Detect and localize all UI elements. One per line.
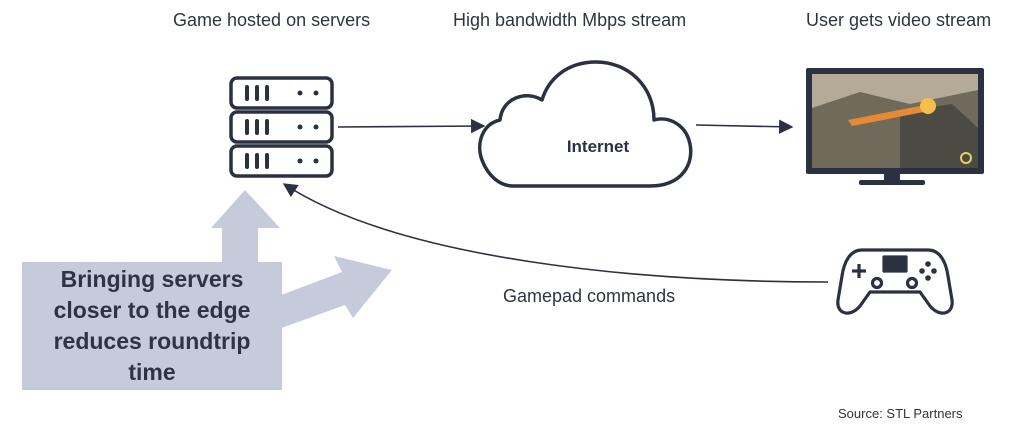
tv-monitor-icon <box>806 68 984 185</box>
internet-to-tv-arrow <box>695 119 794 134</box>
game-screen-image <box>812 74 978 168</box>
source-note: Source: STL Partners <box>838 406 963 421</box>
stream-label: High bandwidth Mbps stream <box>453 10 687 30</box>
gamepad-to-server-arrow <box>282 183 829 283</box>
cloud-icon <box>478 60 693 188</box>
edge-arrows <box>211 190 392 330</box>
gamepad-label: Gamepad commands <box>503 286 676 306</box>
edge-arrow-up <box>211 190 280 275</box>
server-to-internet-arrow <box>337 118 486 134</box>
user-label: User gets video stream <box>806 10 992 30</box>
callout-line-1: Bringing servers <box>60 266 244 292</box>
server-rack-icon <box>229 76 334 178</box>
internet-label: Internet <box>567 137 630 156</box>
edge-callout: Bringing servers closer to the edge redu… <box>22 262 282 390</box>
edge-arrow-right <box>268 256 392 330</box>
callout-line-4: time <box>128 359 176 385</box>
servers-label: Game hosted on servers <box>173 10 371 30</box>
callout-text: Bringing servers closer to the edge redu… <box>54 264 251 388</box>
callout-line-2: closer to the edge <box>53 297 251 323</box>
gamepad-icon <box>836 248 954 315</box>
callout-line-3: reduces roundtrip <box>53 328 251 354</box>
